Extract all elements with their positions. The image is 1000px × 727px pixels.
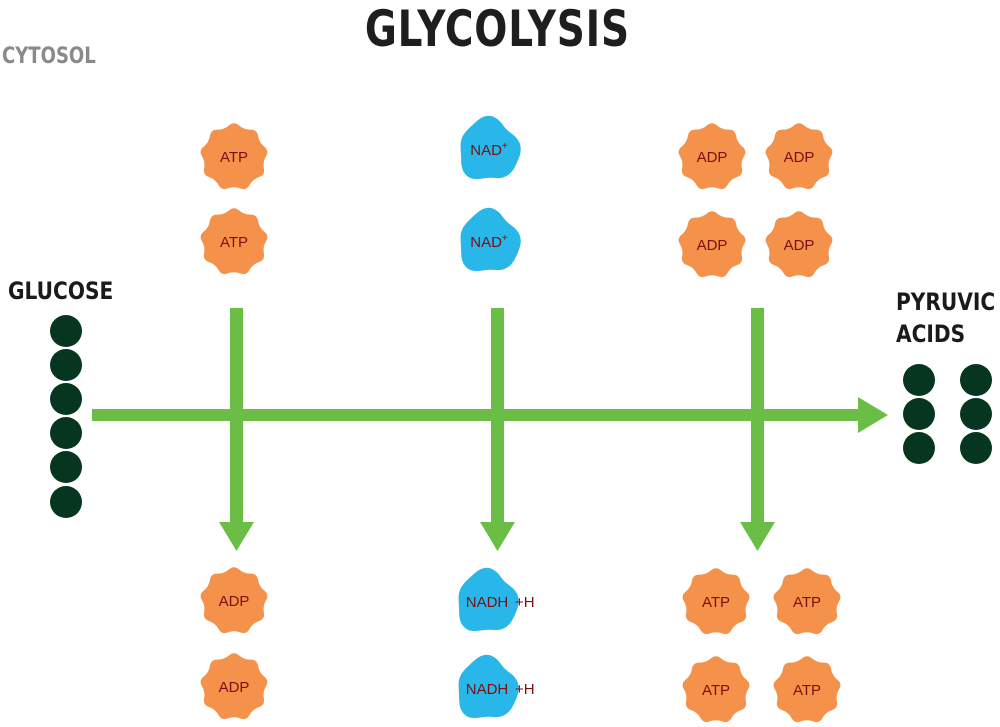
nadh-molecule: NADH +H — [458, 654, 535, 719]
atp-molecule: ATP — [200, 208, 268, 275]
phosphate-molecule-shape — [678, 211, 746, 278]
atp-molecule: ATP — [682, 568, 750, 635]
atp-label: ATP — [793, 594, 821, 611]
nad-carrier-shape — [460, 115, 521, 180]
glucose-label: GLUCOSE — [8, 277, 114, 305]
atp-molecule: ATP — [682, 656, 750, 723]
glucose-carbon — [50, 315, 82, 347]
pyruvic-acid-carbon — [903, 364, 935, 396]
carbon-layer — [50, 315, 992, 518]
nad-carrier-shape — [458, 567, 519, 632]
atp-label: ATP — [702, 594, 730, 611]
phosphate-molecule-shape — [678, 123, 746, 190]
phosphate-molecule-shape — [765, 211, 833, 278]
adp-molecule: ADP — [678, 211, 746, 278]
atp-label: ATP — [220, 149, 248, 166]
arrow-layer — [92, 308, 888, 551]
phosphate-molecule-shape — [200, 567, 268, 634]
pyruvic-label-line1: PYRUVIC — [896, 288, 996, 316]
pyruvic-acid-carbon — [960, 398, 992, 430]
main-flow-arrowhead — [858, 397, 888, 433]
diagram-title: GLYCOLYSIS — [364, 0, 630, 58]
stage2-arrow-shaft — [491, 308, 504, 528]
phosphate-molecule-shape — [773, 656, 841, 723]
glucose-carbon — [50, 417, 82, 449]
atp-molecule: ATP — [200, 123, 268, 190]
phosphate-molecule-shape — [682, 568, 750, 635]
glucose-carbon — [50, 486, 82, 518]
glucose-carbon — [50, 383, 82, 415]
phosphate-molecule-shape — [773, 568, 841, 635]
glucose-carbon — [50, 349, 82, 381]
nad-plus-molecule: NAD+ — [460, 115, 521, 180]
adp-label: ADP — [697, 149, 728, 166]
adp-molecule: ADP — [200, 653, 268, 720]
atp-molecule: ATP — [773, 568, 841, 635]
adp-label: ADP — [784, 237, 815, 254]
stage3-arrowhead — [740, 522, 775, 551]
nad_plus-label: NAD+ — [470, 141, 508, 159]
proton-label: +H — [515, 681, 535, 698]
pyruvic-acid-carbon — [903, 432, 935, 464]
atp-label: ATP — [702, 682, 730, 699]
proton-label: +H — [515, 594, 535, 611]
stage1-arrow-shaft — [230, 308, 243, 528]
phosphate-molecule-shape — [765, 123, 833, 190]
adp-molecule: ADP — [765, 211, 833, 278]
phosphate-molecule-shape — [200, 208, 268, 275]
cytosol-label: CYTOSOL — [2, 44, 96, 69]
pyruvic-acid-carbon — [903, 398, 935, 430]
phosphate-molecule-shape — [682, 656, 750, 723]
adp-molecule: ADP — [200, 567, 268, 634]
phosphate-molecule-shape — [200, 123, 268, 190]
nadh-molecule: NADH +H — [458, 567, 535, 632]
nadh-label: NADH — [466, 681, 509, 698]
pyruvic-acid-carbon — [960, 432, 992, 464]
pyruvic-label-line2: ACIDS — [896, 320, 966, 349]
stage1-arrowhead — [219, 522, 254, 551]
adp-molecule: ADP — [765, 123, 833, 190]
pyruvic-acids-label: PYRUVIC ACIDS — [896, 286, 995, 351]
adp-label: ADP — [219, 679, 250, 696]
main-flow-arrow-shaft — [92, 409, 862, 421]
phosphate-molecule-shape — [200, 653, 268, 720]
atp-molecule: ATP — [773, 656, 841, 723]
atp-label: ATP — [220, 234, 248, 251]
adp-label: ADP — [219, 593, 250, 610]
pyruvic-acid-carbon — [960, 364, 992, 396]
stage3-arrow-shaft — [751, 308, 764, 528]
molecule-layer: ATP ATP ADP ADP NAD+ NAD+ NADH +H NADH +H ADP ADP AD… — [200, 115, 841, 723]
nad-carrier-shape — [460, 207, 521, 272]
atp-label: ATP — [793, 682, 821, 699]
nadh-label: NADH — [466, 594, 509, 611]
nad_plus-label: NAD+ — [470, 233, 508, 251]
adp-molecule: ADP — [678, 123, 746, 190]
glucose-carbon — [50, 451, 82, 483]
adp-label: ADP — [697, 237, 728, 254]
stage2-arrowhead — [480, 522, 515, 551]
nad-plus-molecule: NAD+ — [460, 207, 521, 272]
nad-carrier-shape — [458, 654, 519, 719]
adp-label: ADP — [784, 149, 815, 166]
